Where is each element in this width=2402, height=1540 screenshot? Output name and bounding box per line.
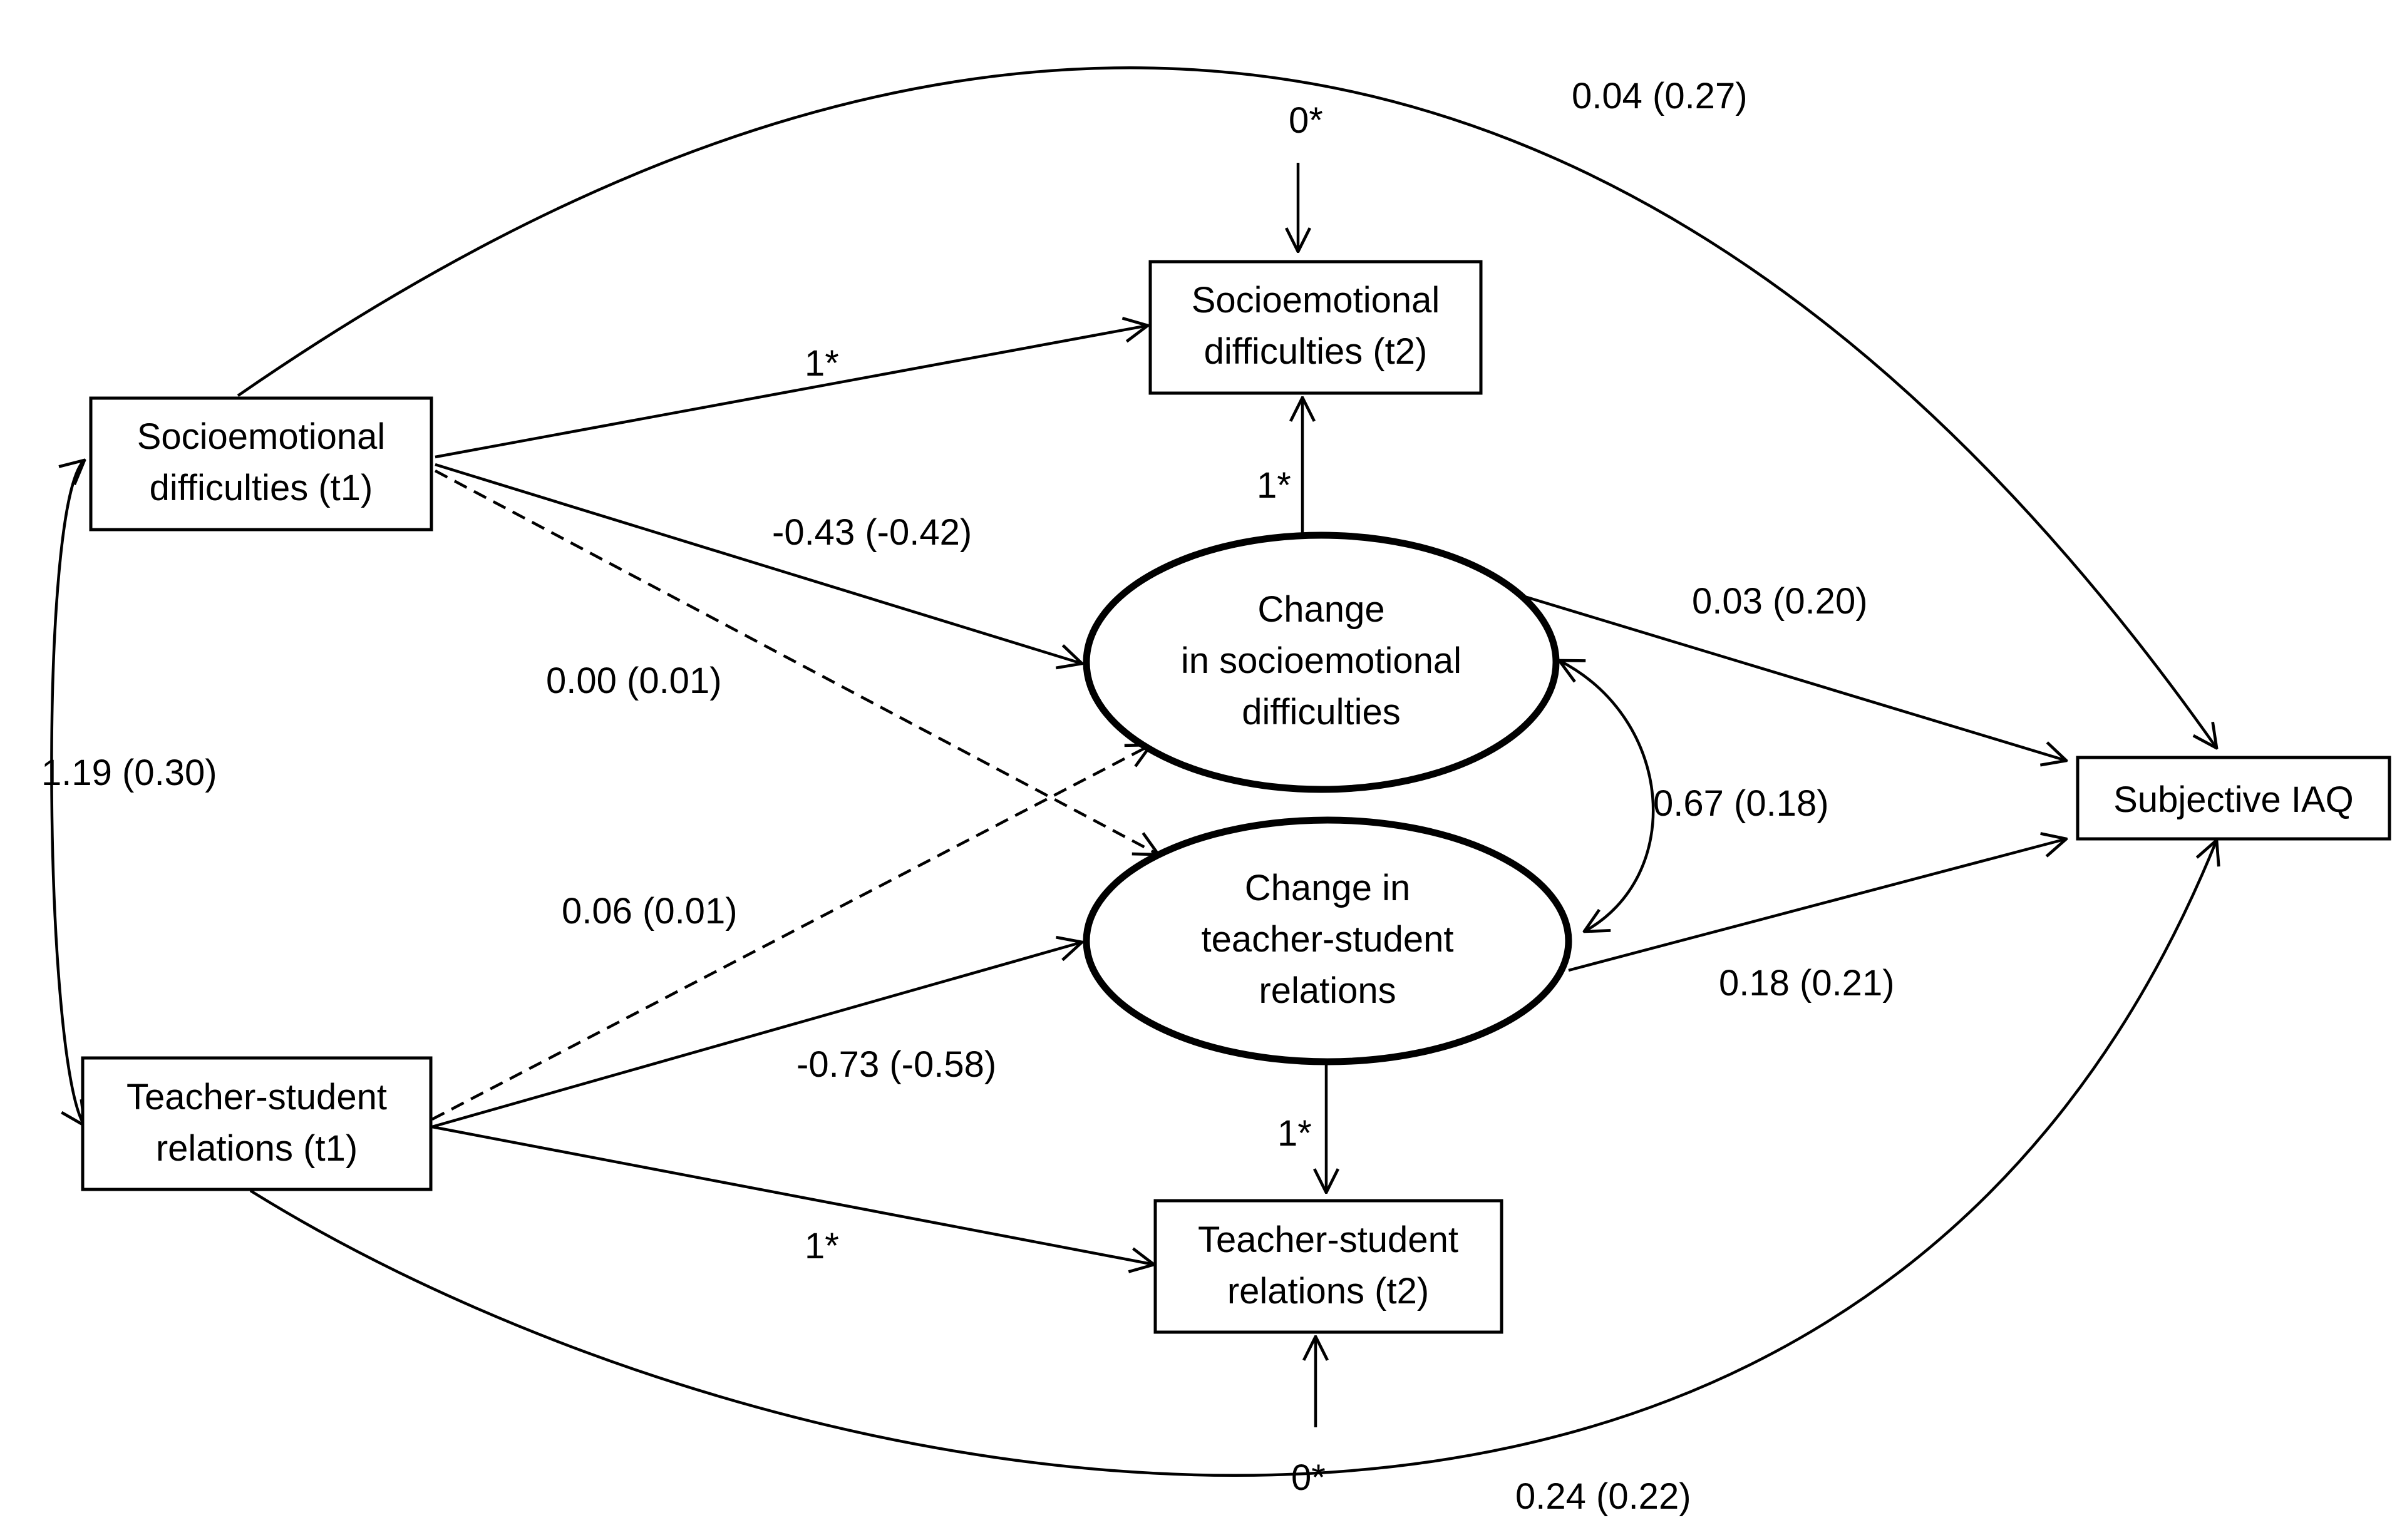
label-change-covariance: 0.67 (0.18) (1653, 783, 1829, 824)
path-teacher-t1-to-iaq (249, 840, 2217, 1477)
node-change-teacher-line3: relations (1259, 970, 1396, 1011)
path-socio-t1-to-change-socio (435, 463, 1082, 664)
node-subjective-iaq-label: Subjective IAQ (2113, 779, 2354, 820)
label-socio-t2-residual: 0* (1289, 100, 1323, 141)
node-change-teacher-line2: teacher-student (1201, 919, 1453, 960)
path-change-covariance (1559, 660, 1655, 932)
label-socio-t1-to-socio-t2: 1* (805, 343, 839, 384)
node-socio-t2: Socioemotional difficulties (t2) (1148, 260, 1483, 395)
label-teacher-t1-to-change-socio: 0.06 (0.01) (562, 891, 738, 932)
node-change-teacher: Change in teacher-student relations (1083, 816, 1572, 1065)
label-teacher-t1-to-change-teacher: -0.73 (-0.58) (796, 1044, 996, 1085)
path-change-socio-to-iaq (1518, 593, 2066, 761)
node-socio-t1-line2: difficulties (t1) (150, 468, 373, 508)
node-change-socio-line2: in socioemotional (1181, 640, 1461, 681)
label-socio-t1-to-iaq: 0.04 (0.27) (1572, 76, 1748, 116)
node-change-socio-line3: difficulties (1242, 692, 1401, 732)
node-teacher-t1-line2: relations (t1) (156, 1128, 358, 1169)
label-teacher-t1-to-teacher-t2: 1* (805, 1226, 839, 1266)
label-change-socio-to-socio-t2: 1* (1257, 465, 1291, 506)
node-change-teacher-line1: Change in (1245, 868, 1410, 908)
path-teacher-t1-to-change-teacher (431, 942, 1082, 1129)
node-socio-t1-line1: Socioemotional (137, 416, 386, 457)
label-t1-covariance: 1.19 (0.30) (41, 752, 217, 793)
label-change-teacher-to-iaq: 0.18 (0.21) (1719, 963, 1895, 1004)
node-socio-t1: Socioemotional difficulties (t1) (89, 396, 433, 531)
label-teacher-t2-residual: 0* (1291, 1457, 1326, 1498)
path-teacher-t1-to-teacher-t2 (431, 1125, 1154, 1265)
label-socio-t1-to-change-socio: -0.43 (-0.42) (772, 512, 972, 553)
path-change-teacher-to-iaq (1568, 839, 2066, 972)
path-socio-t1-to-iaq (237, 66, 2217, 748)
label-change-socio-to-iaq: 0.03 (0.20) (1692, 581, 1868, 622)
path-socio-t1-to-change-teacher (434, 470, 1158, 855)
label-socio-t1-to-change-teacher: 0.00 (0.01) (546, 660, 722, 701)
path-socio-t1-to-socio-t2 (435, 326, 1148, 459)
node-teacher-t1-line1: Teacher-student (126, 1077, 387, 1117)
node-teacher-t2-line2: relations (t2) (1227, 1271, 1429, 1312)
node-socio-t2-line1: Socioemotional (1192, 280, 1440, 321)
node-socio-t2-line2: difficulties (t2) (1204, 331, 1428, 372)
node-subjective-iaq: Subjective IAQ (2076, 756, 2391, 841)
node-change-socio-line1: Change (1257, 589, 1384, 630)
node-teacher-t2: Teacher-student relations (t2) (1153, 1199, 1503, 1334)
label-teacher-t1-to-iaq: 0.24 (0.22) (1515, 1476, 1691, 1517)
path-teacher-t1-to-change-socio (431, 745, 1151, 1121)
label-change-teacher-to-teacher-t2: 1* (1277, 1113, 1312, 1154)
node-teacher-t1: Teacher-student relations (t1) (81, 1056, 433, 1191)
node-change-socio: Change in socioemotional difficulties (1083, 531, 1560, 793)
node-teacher-t2-line1: Teacher-student (1198, 1219, 1458, 1260)
path-t1-covariance (50, 460, 85, 1126)
